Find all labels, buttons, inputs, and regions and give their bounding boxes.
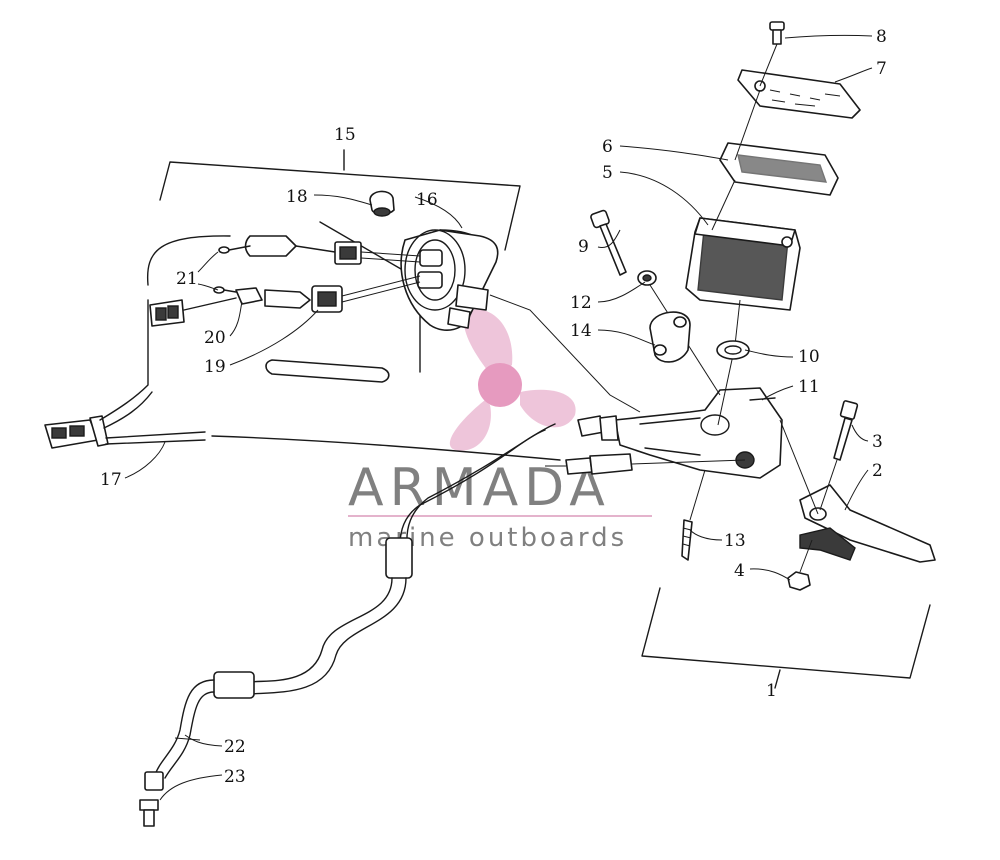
callout-3: 3 xyxy=(872,432,883,452)
propeller-icon xyxy=(449,309,576,451)
callout-20: 20 xyxy=(204,328,226,348)
leader-lines xyxy=(124,34,873,801)
callout-19: 19 xyxy=(204,357,226,377)
callout-17: 17 xyxy=(100,470,122,490)
callout-21: 21 xyxy=(176,269,198,289)
callout-6: 6 xyxy=(602,137,613,157)
screw-8 xyxy=(759,21,785,87)
washer-12 xyxy=(637,270,657,286)
callout-7: 7 xyxy=(876,59,887,79)
callout-labels: 8 7 6 5 9 12 14 10 11 3 2 4 13 1 15 16 1… xyxy=(100,27,887,787)
watermark-logo: ARMADA marine outboards xyxy=(348,309,652,553)
switch-housing-16 xyxy=(400,229,499,331)
callout-14: 14 xyxy=(570,321,592,341)
callout-18: 18 xyxy=(286,187,308,207)
callout-12: 12 xyxy=(570,293,592,313)
bolt-9 xyxy=(590,209,627,276)
screw-13 xyxy=(681,469,706,561)
callout-15: 15 xyxy=(334,125,356,145)
callout-8: 8 xyxy=(876,27,887,47)
lever-2 xyxy=(779,419,936,563)
callout-13: 13 xyxy=(724,531,746,551)
reservoir-5 xyxy=(685,217,801,311)
cover-7 xyxy=(737,69,861,119)
callout-22: 22 xyxy=(224,737,246,757)
callout-23: 23 xyxy=(224,767,246,787)
callout-4: 4 xyxy=(734,561,745,581)
nut-4 xyxy=(787,539,813,591)
callout-5: 5 xyxy=(602,163,613,183)
callout-1: 1 xyxy=(766,681,777,701)
brand-name: ARMADA xyxy=(348,458,611,518)
brake-line-22 xyxy=(139,423,556,827)
callout-10: 10 xyxy=(798,347,820,367)
callout-9: 9 xyxy=(578,237,589,257)
clamp-14 xyxy=(649,311,691,363)
bolt-3 xyxy=(819,400,859,511)
callout-16: 16 xyxy=(416,190,438,210)
switch-wiring xyxy=(146,235,421,383)
knob-18 xyxy=(369,190,395,217)
main-harness-17 xyxy=(44,299,561,461)
callout-2: 2 xyxy=(872,461,883,481)
master-cylinder-11 xyxy=(545,387,783,479)
group-1-bracket xyxy=(641,587,931,689)
oring-10 xyxy=(716,340,750,360)
gasket-6 xyxy=(719,142,839,196)
callout-11: 11 xyxy=(798,377,820,397)
